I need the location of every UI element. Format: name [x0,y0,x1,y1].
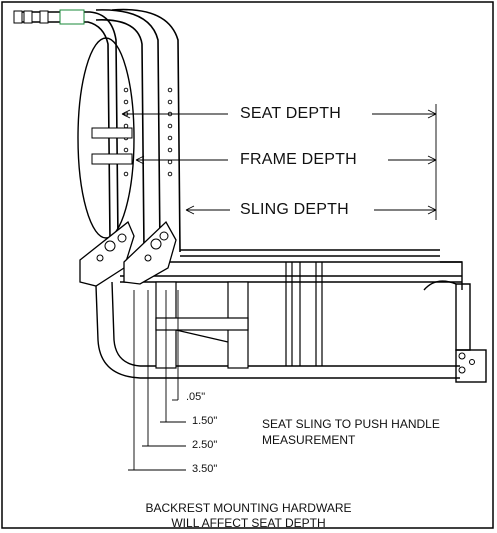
footer-line-2: WILL AFFECT SEAT DEPTH [171,516,326,530]
frame-uprights [285,262,323,366]
note-line-1: SEAT SLING TO PUSH HANDLE [262,417,440,431]
seat-depth-label: SEAT DEPTH [240,105,341,122]
sling-depth-label: SLING DEPTH [240,201,349,218]
front-bolts [458,352,475,374]
offset-label-250: 2.50" [192,439,218,451]
cane-tabs [91,127,133,165]
note-line-2: MEASUREMENT [262,433,356,447]
frame-depth-label: FRAME DEPTH [240,151,357,168]
sling-hardware [155,281,249,369]
offset-label-150: 1.50" [192,415,218,427]
backrest-outline [77,37,135,239]
front-frame [423,261,487,383]
offset-lines [128,290,186,471]
seat-rails [120,249,462,379]
lower-frame [95,281,141,379]
footer-line-1: BACKREST MOUNTING HARDWARE [145,501,352,515]
back-cane-tubes [14,8,181,253]
plate-holes [96,231,169,262]
offset-label-350: 3.50" [192,463,218,475]
dimension-lines [121,104,437,220]
handle-grips [13,9,85,25]
offset-label-05: .05" [186,391,206,403]
